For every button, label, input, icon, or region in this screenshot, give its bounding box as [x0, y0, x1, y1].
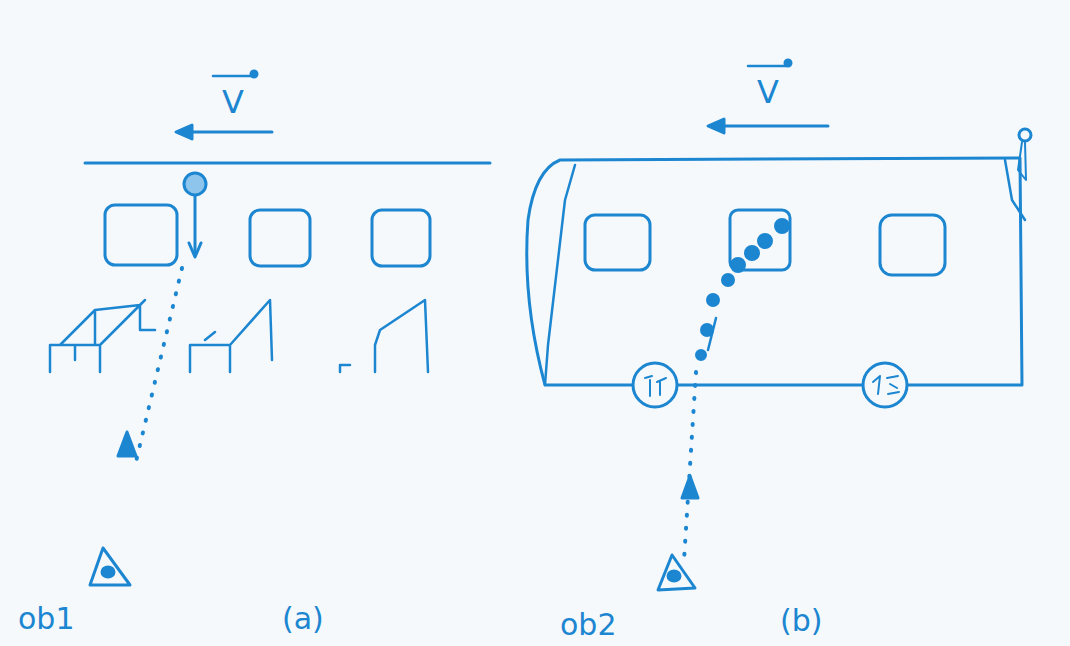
eye-symbol — [90, 548, 130, 585]
observer-label: ob1 — [18, 604, 74, 634]
velocity-symbol: V — [757, 76, 779, 108]
windows — [585, 210, 945, 275]
ball-trajectory — [696, 219, 789, 360]
velocity-arrow — [176, 71, 272, 139]
panel-label: (a) — [282, 604, 324, 634]
ceiling-line — [85, 162, 490, 165]
wheels — [633, 363, 907, 407]
velocity-symbol: V — [222, 86, 244, 118]
falling-ball — [184, 173, 206, 257]
sight-line — [118, 268, 182, 470]
windows — [105, 205, 430, 266]
sight-line — [682, 318, 716, 560]
observer-label: ob2 — [560, 610, 616, 640]
panel-label: (b) — [780, 606, 822, 636]
velocity-arrow — [708, 60, 828, 133]
eye-symbol — [658, 555, 695, 590]
benches — [50, 300, 428, 372]
bus-body — [527, 129, 1031, 385]
